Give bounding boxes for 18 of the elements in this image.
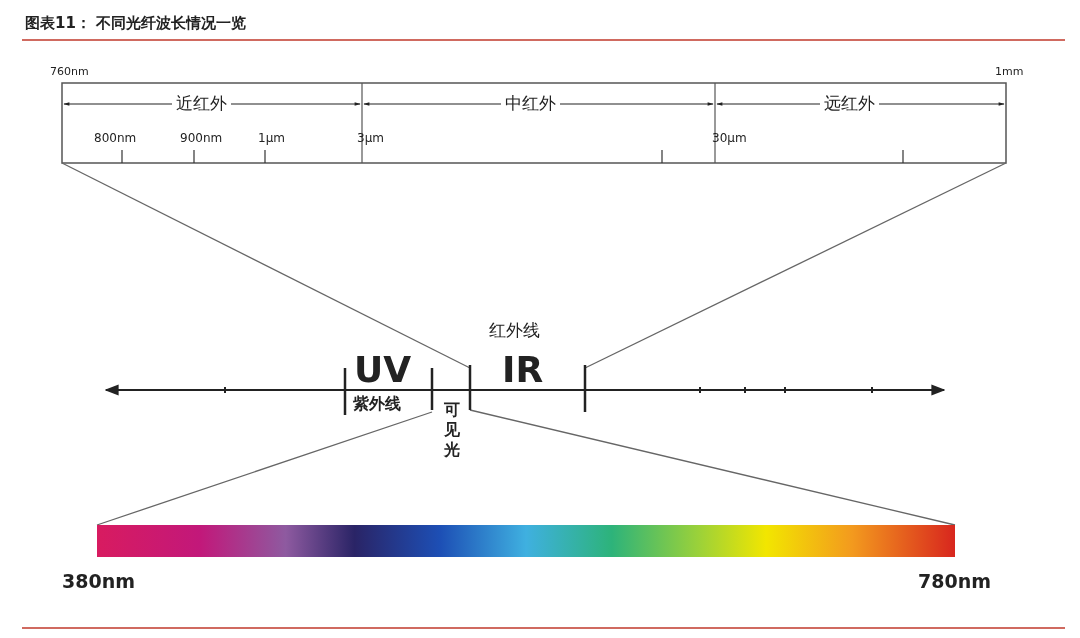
- region-label: UV: [354, 352, 412, 388]
- region-label: 红外线: [489, 322, 540, 339]
- region-label: IR: [502, 352, 544, 388]
- range-label: 近红外: [172, 95, 231, 112]
- chart-title: 图表11： 不同光纤波长情况一览: [25, 16, 247, 31]
- wavelength-label: 780nm: [918, 572, 991, 591]
- wavelength-label: 380nm: [62, 572, 135, 591]
- range-label: 远红外: [820, 95, 879, 112]
- scale-end-label: 760nm: [50, 66, 89, 77]
- tick-label: 30μm: [712, 132, 747, 144]
- region-label: 紫外线: [353, 396, 401, 412]
- tick-label: 900nm: [180, 132, 223, 144]
- tick-label: 800nm: [94, 132, 137, 144]
- tick-label: 1μm: [258, 132, 285, 144]
- region-label: 可见光: [444, 400, 461, 460]
- tick-label: 3μm: [357, 132, 384, 144]
- scale-end-label: 1mm: [995, 66, 1024, 77]
- range-label: 中红外: [501, 95, 560, 112]
